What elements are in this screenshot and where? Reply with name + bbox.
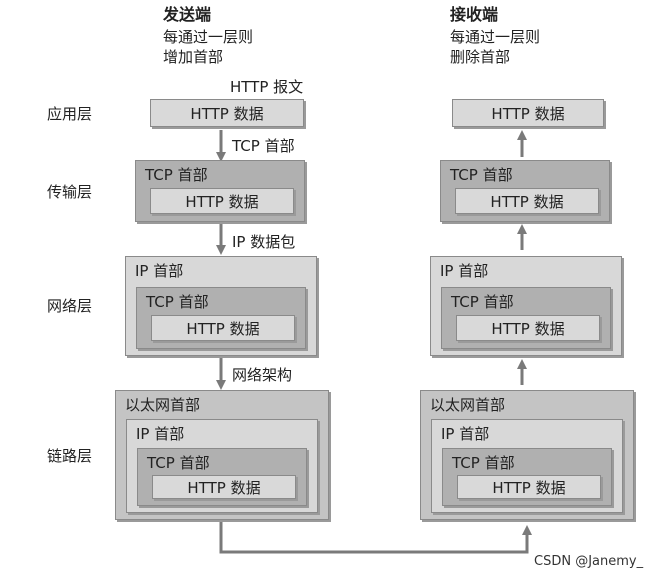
- receiver-network-ip-box: IP 首部 TCP 首部 HTTP 数据: [430, 256, 622, 356]
- receiver-network-http-data-label: HTTP 数据: [491, 319, 565, 338]
- receiver-link-eth-box: 以太网首部 IP 首部 TCP 首部 HTTP 数据: [420, 390, 634, 520]
- receiver-transport-tcp-box: TCP 首部 HTTP 数据: [440, 160, 610, 222]
- receiver-transport-tcp-label: TCP 首部: [450, 166, 513, 184]
- receiver-transport-http-data: HTTP 数据: [455, 188, 599, 214]
- receiver-app-http-data: HTTP 数据: [452, 99, 604, 127]
- receiver-link-eth-label: 以太网首部: [430, 396, 506, 414]
- receiver-link-http-data: HTTP 数据: [457, 475, 601, 499]
- sender-link-http-data: HTTP 数据: [152, 475, 296, 499]
- sender-desc-line1: 每通过一层则: [163, 28, 254, 46]
- annotation-http-message: HTTP 报文: [230, 78, 304, 96]
- sender-link-eth-label: 以太网首部: [125, 396, 201, 414]
- sender-transport-http-data: HTTP 数据: [150, 188, 294, 214]
- receiver-link-ip-label: IP 首部: [441, 425, 490, 443]
- watermark: CSDN @Janemy_: [534, 554, 644, 569]
- sender-network-ip-label: IP 首部: [135, 262, 184, 280]
- receiver-link-tcp-box: TCP 首部 HTTP 数据: [442, 448, 612, 506]
- sender-transport-tcp-label: TCP 首部: [145, 166, 208, 184]
- receiver-network-ip-label: IP 首部: [440, 262, 489, 280]
- receiver-link-tcp-label: TCP 首部: [452, 454, 515, 472]
- receiver-link-http-data-label: HTTP 数据: [492, 478, 566, 497]
- sender-app-http-data: HTTP 数据: [150, 99, 304, 127]
- annotation-ip-packet: IP 数据包: [232, 233, 296, 251]
- layer-label-transport: 传输层: [47, 183, 93, 201]
- layer-label-application: 应用层: [47, 105, 93, 123]
- receiver-network-tcp-box: TCP 首部 HTTP 数据: [441, 287, 611, 349]
- sender-network-ip-box: IP 首部 TCP 首部 HTTP 数据: [125, 256, 317, 356]
- receiver-transport-http-data-label: HTTP 数据: [490, 192, 564, 211]
- receiver-network-http-data: HTTP 数据: [456, 315, 600, 341]
- sender-link-ip-label: IP 首部: [136, 425, 185, 443]
- arrow-link-to-receiver: [219, 522, 532, 554]
- receiver-link-ip-box: IP 首部 TCP 首部 HTTP 数据: [431, 419, 623, 513]
- annotation-network-frame: 网络架构: [232, 366, 293, 384]
- sender-app-http-data-label: HTTP 数据: [190, 104, 264, 123]
- layer-label-link: 链路层: [47, 447, 93, 465]
- sender-desc-line2: 增加首部: [163, 48, 224, 66]
- annotation-tcp-header: TCP 首部: [232, 137, 295, 155]
- sender-link-http-data-label: HTTP 数据: [187, 478, 261, 497]
- sender-network-tcp-label: TCP 首部: [146, 293, 209, 311]
- receiver-desc-line1: 每通过一层则: [450, 28, 541, 46]
- sender-link-ip-box: IP 首部 TCP 首部 HTTP 数据: [126, 419, 318, 513]
- receiver-title: 接收端: [450, 5, 499, 24]
- sender-link-tcp-box: TCP 首部 HTTP 数据: [137, 448, 307, 506]
- sender-title: 发送端: [163, 5, 212, 24]
- receiver-network-tcp-label: TCP 首部: [451, 293, 514, 311]
- sender-link-tcp-label: TCP 首部: [147, 454, 210, 472]
- receiver-app-http-data-label: HTTP 数据: [491, 104, 565, 123]
- receiver-desc-line2: 删除首部: [450, 48, 511, 66]
- sender-network-tcp-box: TCP 首部 HTTP 数据: [136, 287, 306, 349]
- sender-transport-tcp-box: TCP 首部 HTTP 数据: [135, 160, 305, 222]
- sender-network-http-data: HTTP 数据: [151, 315, 295, 341]
- layer-label-network: 网络层: [47, 297, 93, 315]
- sender-transport-http-data-label: HTTP 数据: [185, 192, 259, 211]
- sender-link-eth-box: 以太网首部 IP 首部 TCP 首部 HTTP 数据: [115, 390, 329, 520]
- sender-network-http-data-label: HTTP 数据: [186, 319, 260, 338]
